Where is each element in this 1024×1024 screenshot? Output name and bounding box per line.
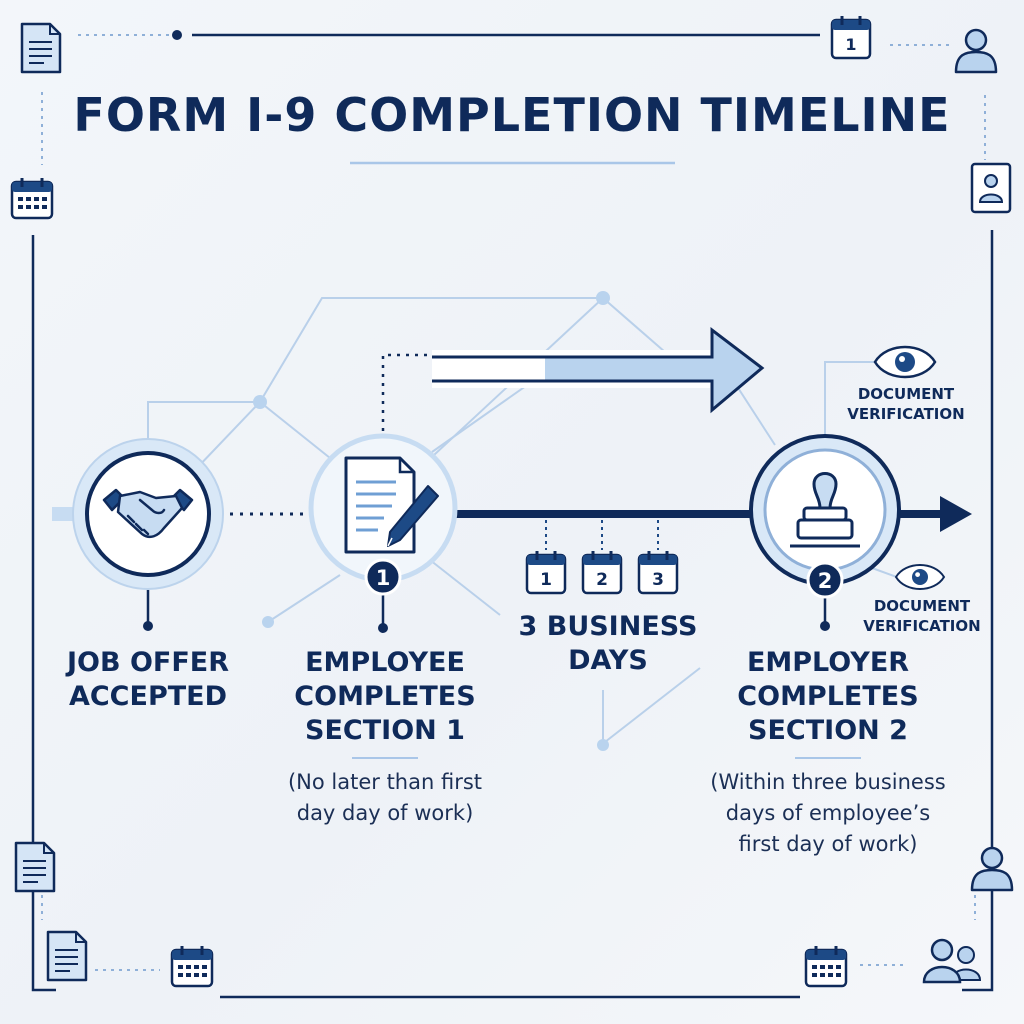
step-section2-label: EMPLOYER COMPLETES SECTION 2 [700,646,956,748]
step-label-line: SECTION 2 [748,715,908,746]
section1-divider [352,757,418,759]
step-label-line: ACCEPTED [68,681,228,712]
business-days-label: 3 BUSINESS DAYS [500,610,716,678]
step-badge [364,558,402,596]
progress-arrow [432,326,765,414]
day-number: 1 [540,570,552,590]
day-number: 3 [652,570,664,590]
section2-divider [795,757,861,759]
step-section1-label: EMPLOYEE COMPLETES SECTION 1 [262,646,508,748]
step-badge-number: 1 [376,566,391,590]
verification-line: DOCUMENT [857,385,955,403]
eye-icon [873,345,937,379]
step-note-line: first day of work) [738,832,918,856]
frame-dotted-lines [41,34,986,971]
step-note-line: (Within three business [710,770,946,794]
step-note-line: day day of work) [296,801,474,825]
step-section2-note: (Within three business days of employee’… [686,767,970,860]
document-verification-label: DOCUMENT VERIFICATION [852,596,992,636]
group-users-icon [922,938,982,984]
page-title: FORM I-9 COMPLETION TIMELINE [73,88,951,142]
calendar-icon [804,944,848,988]
step-label-line: COMPLETES [737,681,919,712]
step-label-line: EMPLOYER [746,647,910,678]
calendar-icon [10,176,54,220]
id-card-icon [970,162,1012,214]
verification-line: VERIFICATION [847,405,965,423]
calendar-day-number: 1 [845,35,856,54]
document-icon [14,841,56,893]
business-days-line: DAYS [568,645,648,676]
network-nodes [253,291,610,751]
user-icon [954,28,998,74]
document-verification-label: DOCUMENT VERIFICATION [836,384,976,424]
step-label-line: EMPLOYEE [305,647,465,678]
day-ticks [545,520,659,550]
step-badge-number: 2 [818,569,833,593]
calendar-icon [170,944,214,988]
step-note-line: days of employee’s [725,801,931,825]
frame-node [172,30,182,40]
connector-dotted [381,353,432,440]
step-label-line: COMPLETES [294,681,476,712]
form-pen-icon [344,456,439,554]
user-icon [970,846,1014,892]
step-note-line: (No later than first [287,770,483,794]
step-section1-note: (No later than first day day of work) [262,767,508,829]
step-job-offer-label: JOB OFFER ACCEPTED [30,646,266,714]
step-badge [806,561,844,599]
eye-icon [894,563,946,591]
day-number: 2 [596,570,608,590]
step-label-line: SECTION 1 [305,715,465,746]
handshake-icon [102,488,194,539]
stamp-icon [790,472,860,548]
business-days-line: 3 BUSINESS [518,611,698,642]
frame-lines [31,33,994,999]
verification-line: VERIFICATION [863,617,981,635]
document-icon [20,22,62,74]
verification-line: DOCUMENT [873,597,971,615]
step-label-line: JOB OFFER [66,647,230,678]
document-icon [46,930,88,982]
timeline-arrowhead [940,496,972,532]
